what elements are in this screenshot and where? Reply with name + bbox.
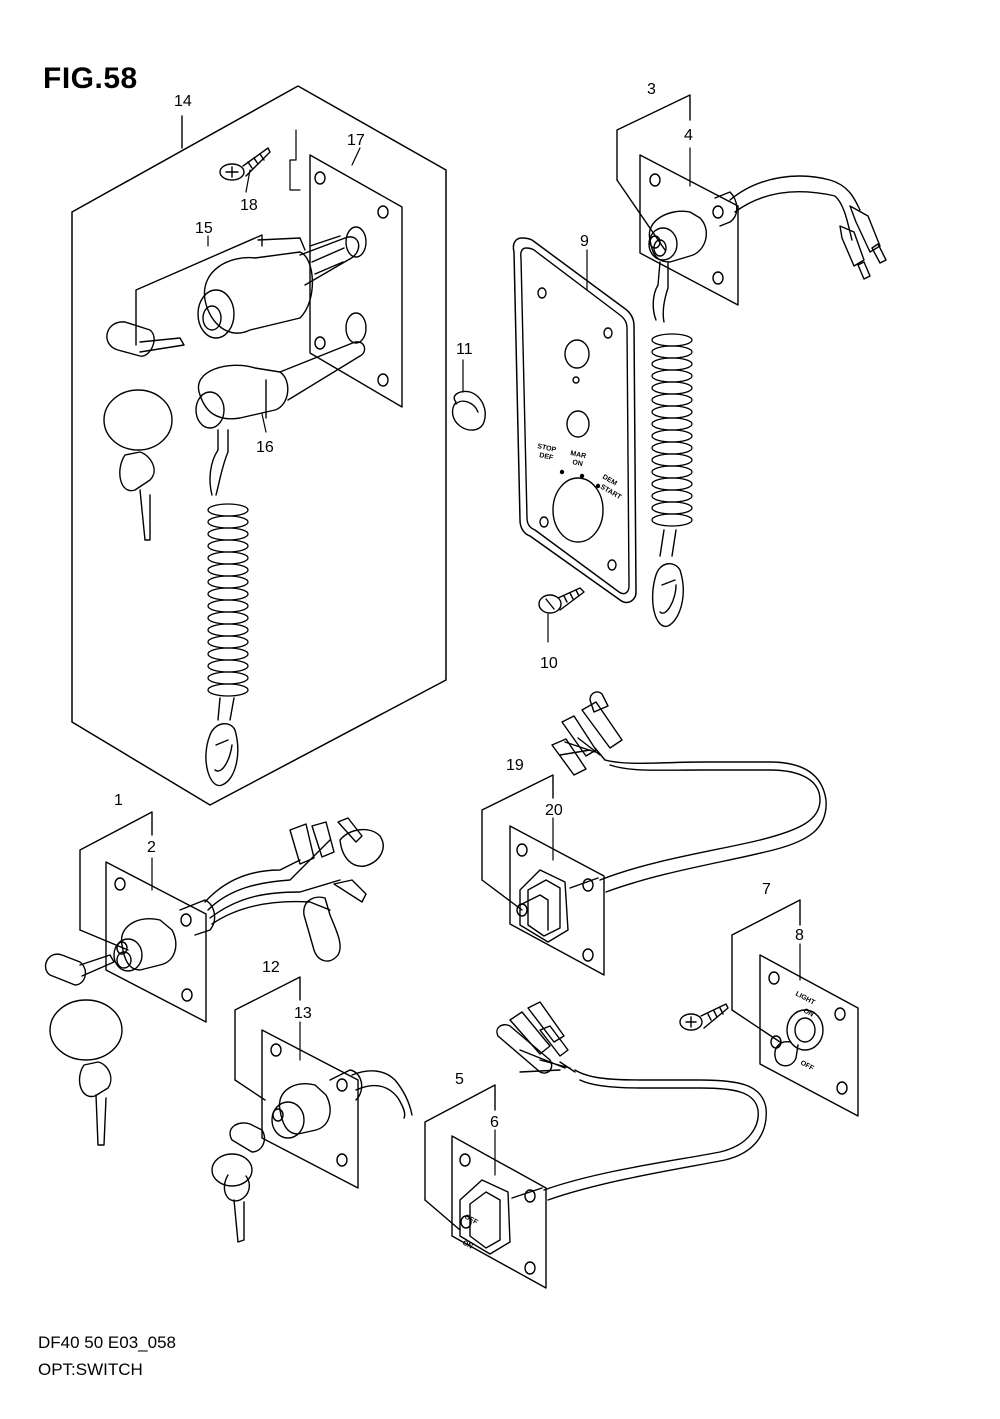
callout-4: 4 [684, 127, 693, 144]
callout-3: 3 [647, 81, 656, 98]
tilt-switch-19 [481, 691, 827, 976]
panel-label-start: START [599, 484, 623, 502]
ignition-switch-15 [103, 234, 360, 541]
main-switch-1 [44, 811, 384, 1146]
plug-11 [451, 390, 486, 431]
stop-switch-16 [195, 341, 366, 787]
callout-17: 17 [347, 132, 365, 149]
panel-label-mar: MAR [570, 450, 587, 460]
diagram-code: DF40 50 E03_058 [38, 1333, 176, 1352]
kit-14-box [71, 85, 447, 806]
panel-label-stop: STOP [537, 443, 557, 454]
callout-7: 7 [762, 881, 771, 898]
panel-label-light: LIGHT [794, 991, 816, 1007]
panel-label-off-light: OFF [799, 1060, 815, 1073]
diagram-name: OPT:SWITCH [38, 1360, 143, 1379]
callout-6: 6 [490, 1114, 499, 1131]
callout-14: 14 [174, 93, 192, 110]
callout-15: 15 [195, 220, 213, 237]
callout-19: 19 [506, 757, 524, 774]
panel-label-on: ON [572, 459, 584, 468]
callout-20: 20 [545, 802, 563, 819]
switch-panel-9: STOP DEF MAR ON DEM START [512, 237, 637, 604]
screw-10 [538, 587, 585, 614]
figure-title: FIG.58 [43, 62, 138, 95]
panel-label-def: DEF [539, 452, 555, 462]
callout-11: 11 [456, 341, 473, 358]
panel-label-on-trim: ON [461, 1240, 474, 1251]
callout-16: 16 [256, 439, 274, 456]
callout-2: 2 [147, 839, 156, 856]
leader-lines [151, 147, 801, 1176]
callout-18: 18 [240, 197, 258, 214]
callout-5: 5 [455, 1071, 464, 1088]
callout-12: 12 [262, 959, 280, 976]
callout-13: 13 [294, 1005, 312, 1022]
trim-switch-5: OFF ON [424, 1001, 767, 1289]
panel-17 [289, 129, 403, 408]
stop-switch-3 [616, 94, 887, 627]
ignition-switch-12 [211, 976, 413, 1243]
callout-numbers: 1 2 3 4 5 6 7 8 9 10 11 12 13 14 15 16 1… [114, 81, 804, 1131]
screw-18 [219, 147, 271, 181]
screw-light-switch [679, 1003, 729, 1031]
callout-9: 9 [580, 233, 589, 250]
callout-8: 8 [795, 927, 804, 944]
panel-label-on-light: ON [802, 1008, 815, 1019]
callout-1: 1 [114, 792, 123, 809]
callout-10: 10 [540, 655, 558, 672]
